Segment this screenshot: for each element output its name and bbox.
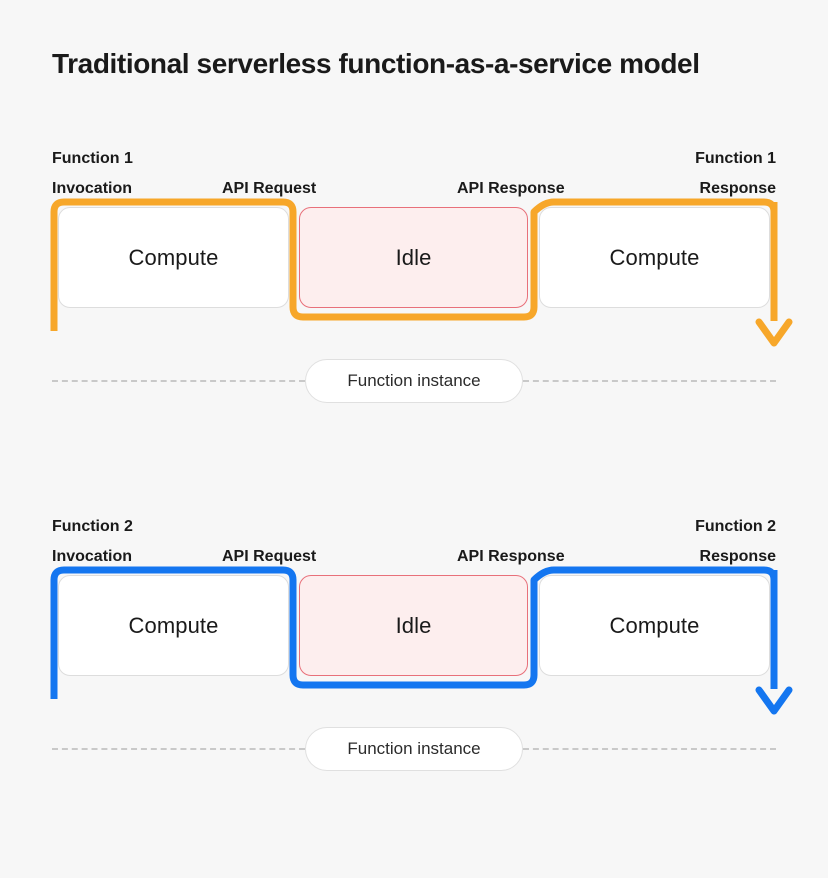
function-1-idle-box: Idle	[299, 207, 528, 308]
function-2-path-line	[50, 566, 778, 699]
function-1-track-section: Function 1 Invocation API Request API Re…	[0, 134, 828, 411]
function-2-dashed-line-left	[52, 748, 305, 750]
function-2-track-section: Function 2 Invocation API Request API Re…	[0, 502, 828, 779]
function-2-api-request-label: API Request	[222, 548, 317, 565]
function-1-track: Compute Idle Compute	[0, 196, 828, 351]
function-1-compute-box-1: Compute	[58, 207, 289, 308]
function-1-instance-pill: Function instance	[305, 359, 523, 403]
function-1-compute-box-2: Compute	[539, 207, 770, 308]
function-1-api-response-label: API Response	[457, 180, 565, 197]
function-1-invocation-label: Function 1 Invocation	[52, 150, 133, 197]
function-1-response-label: Function 1 Response	[695, 150, 776, 197]
page-title: Traditional serverless function-as-a-ser…	[52, 48, 700, 79]
function-2-response-label: Function 2 Response	[695, 518, 776, 565]
function-1-arrowhead-icon	[755, 318, 793, 347]
function-2-track: Compute Idle Compute	[0, 564, 828, 719]
function-1-lifecycle-path	[50, 198, 793, 347]
function-1-box-row: Compute Idle Compute	[0, 196, 828, 351]
function-2-arrowhead-icon	[755, 686, 793, 715]
function-2-instance-pill: Function instance	[305, 727, 523, 771]
function-2-compute-box-2: Compute	[539, 575, 770, 676]
function-2-api-response-label: API Response	[457, 548, 565, 565]
function-1-instance-divider: Function instance	[0, 351, 828, 411]
function-1-dashed-line-right	[523, 380, 776, 382]
function-2-invocation-label: Function 2 Invocation	[52, 518, 133, 565]
function-2-lifecycle-path	[50, 566, 793, 715]
function-1-api-request-label: API Request	[222, 180, 317, 197]
function-2-label-row: Function 2 Invocation API Request API Re…	[0, 502, 828, 565]
function-2-instance-divider: Function instance	[0, 719, 828, 779]
function-2-compute-box-1: Compute	[58, 575, 289, 676]
function-2-box-row: Compute Idle Compute	[0, 564, 828, 719]
function-2-idle-box: Idle	[299, 575, 528, 676]
function-2-dashed-line-right	[523, 748, 776, 750]
function-1-path-line	[50, 198, 778, 331]
function-1-dashed-line-left	[52, 380, 305, 382]
function-1-label-row: Function 1 Invocation API Request API Re…	[0, 134, 828, 197]
